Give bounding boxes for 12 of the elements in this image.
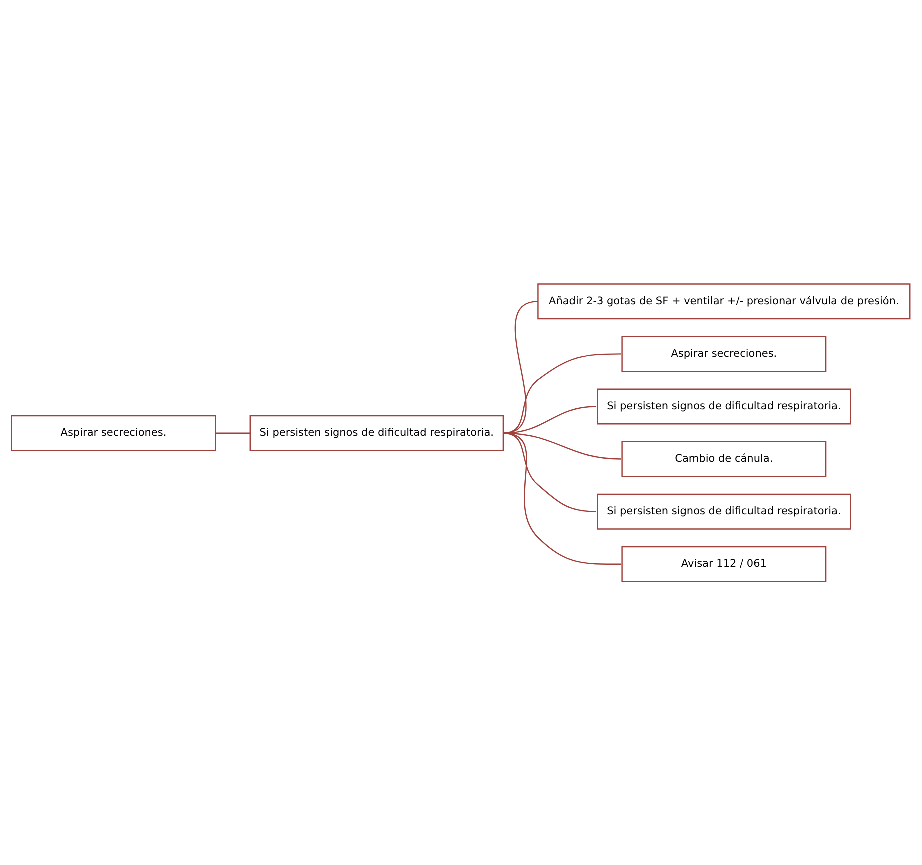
connector — [503, 353, 622, 434]
node-box: Avisar 112 / 061 — [622, 546, 827, 582]
node-box: Cambio de cánula. — [622, 440, 827, 477]
node-box: Si persisten signos de dificultad respiratoria. — [597, 493, 852, 530]
node-box: Aspirar secreciones. — [11, 414, 216, 451]
connector — [216, 432, 250, 434]
connector — [503, 406, 596, 434]
node-box: Si persisten signos de dificultad respiratoria. — [597, 388, 852, 424]
node-box: Si persisten signos de dificultad respiratoria. — [250, 414, 504, 451]
connector — [503, 432, 622, 564]
node-box: Aspirar secreciones. — [622, 336, 827, 372]
node-box: Añadir 2-3 gotas de SF + ventilar +/- presionar válvula de presión. — [538, 283, 911, 320]
